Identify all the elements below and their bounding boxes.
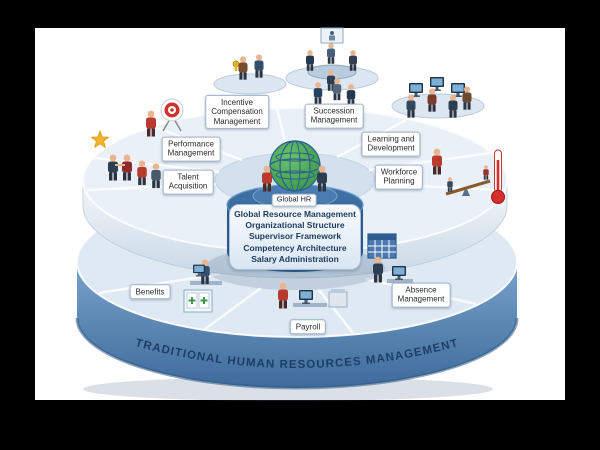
globe-icon xyxy=(269,140,321,192)
lower-deck-dividers xyxy=(98,272,477,334)
label-performance-management: Performance Management xyxy=(161,136,221,162)
presentation-screen-icon xyxy=(320,27,344,50)
label-benefits: Benefits xyxy=(129,284,171,300)
label-succession-management: Succession Management xyxy=(304,103,364,129)
label-global-hr: Global HR xyxy=(271,193,317,207)
label-workforce-planning: Workforce Planning xyxy=(374,164,424,190)
label-payroll: Payroll xyxy=(289,319,327,335)
label-absence-management: Absence Management xyxy=(391,282,451,308)
payroll-desk xyxy=(293,303,327,307)
cabinet-icon xyxy=(183,289,213,313)
pedestal-line: Competency Architecture xyxy=(243,242,347,253)
label-talent-acquisition: Talent Acquisition xyxy=(162,169,214,195)
pedestal-line: Supervisor Framework xyxy=(248,231,342,242)
pedestal-line: Global Resource Management xyxy=(234,208,356,219)
pedestal-line: Organizational Structure xyxy=(245,220,345,231)
pedestal-panel: Global Resource Management Organizationa… xyxy=(229,203,361,271)
absence-desk xyxy=(387,279,413,283)
star-icon xyxy=(90,129,110,149)
label-incentive-compensation-management: Incentive Compensation Management xyxy=(205,94,269,130)
calendar-icon xyxy=(367,233,397,259)
label-learning-and-development: Learning and Development xyxy=(361,131,421,157)
seesaw-icon xyxy=(445,179,491,196)
pedestal-line: Salary Administration xyxy=(251,253,339,264)
copier-icon xyxy=(328,289,348,308)
target-icon xyxy=(160,98,184,132)
thermometer-icon xyxy=(491,149,505,204)
